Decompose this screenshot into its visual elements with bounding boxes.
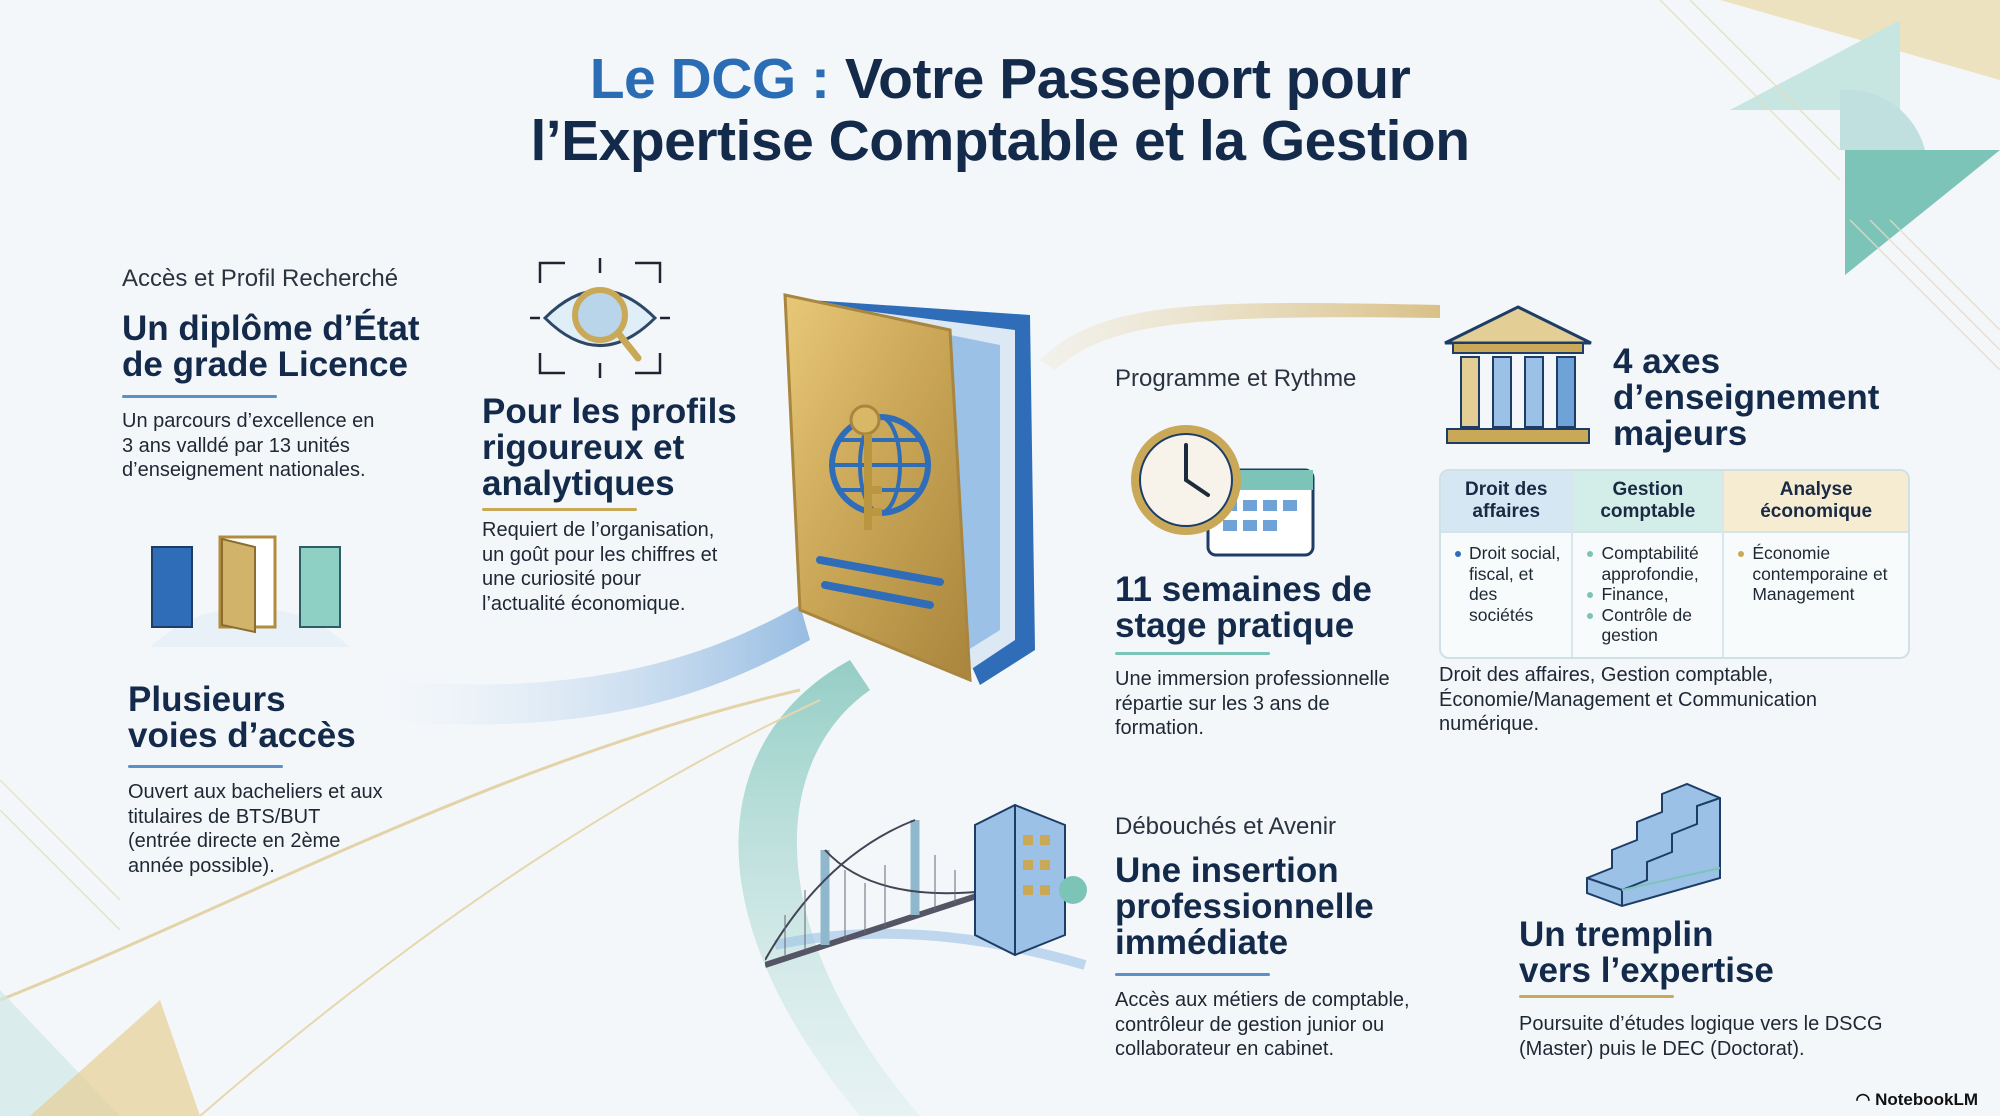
heading-line: analytiques	[482, 464, 675, 503]
body-line: (Master) puis le DEC (Doctorat).	[1519, 1037, 1805, 1060]
body-line: une curiosité pour	[482, 568, 641, 590]
body-line: 3 ans valldé par 13 unités	[122, 434, 350, 457]
stairs-icon	[1586, 782, 1721, 908]
body-line: d’enseignement nationales.	[122, 459, 366, 481]
careers-body: Accès aux métiers de comptable,contrôleu…	[1115, 988, 1410, 1062]
eye-magnifier-icon	[530, 258, 670, 378]
heading-line: professionnelle	[1115, 887, 1374, 926]
body-line: Droit des affaires, Gestion comptable,	[1439, 664, 1774, 686]
heading-line: rigoureux et	[482, 428, 685, 467]
divider	[1115, 973, 1270, 976]
title-line2: l’Expertise Comptable et la Gestion	[530, 109, 1470, 173]
body-line: Économie/Management et Communication	[1439, 688, 1817, 711]
brand-footer: ◠ NotebookLM	[1855, 1090, 1978, 1110]
heading-line: majeurs	[1613, 414, 1748, 453]
heading-line: voies d’accès	[128, 716, 356, 755]
title-line1: Votre Passeport pour	[844, 47, 1411, 111]
header-line: affaires	[1472, 501, 1541, 522]
bridge-building-icon	[765, 803, 1087, 970]
list-item: Finance,	[1585, 584, 1714, 605]
list-item: Comptabilité approfondie,	[1585, 543, 1714, 584]
divider	[122, 395, 277, 398]
passport-key-icon	[783, 293, 1035, 685]
heading-line: stage pratique	[1115, 606, 1355, 645]
profiles-body: Requiert de l’organisation,un goût pour …	[482, 518, 717, 616]
body-line: Un parcours d’excellence en	[122, 410, 375, 432]
body-line: Une immersion professionnelle	[1115, 668, 1390, 690]
heading-line: Un diplôme d’État	[122, 309, 420, 348]
heading-line: immédiate	[1115, 923, 1289, 962]
list-item: Contrôle de gestion	[1585, 605, 1714, 646]
list-item: Économie contemporaine et Management	[1736, 543, 1900, 605]
body-line: année possible).	[128, 854, 275, 877]
heading-line: 4 axes	[1613, 342, 1721, 381]
divider	[128, 765, 283, 768]
access-kicker: Accès et Profil Recherché	[122, 265, 399, 292]
title-prefix: Le DCG :	[589, 47, 830, 111]
program-kicker: Programme et Rythme	[1115, 365, 1357, 392]
page-title: Le DCG : Votre Passeport pour l’Expertis…	[0, 48, 2000, 172]
header-line: Gestion	[1612, 479, 1684, 500]
notebooklm-logo-icon: ◠	[1855, 1090, 1871, 1109]
body-line: Ouvert aux bacheliers et aux	[128, 781, 383, 803]
heading-line: de grade Licence	[122, 345, 408, 384]
heading-line: vers l’expertise	[1519, 951, 1774, 990]
header-line: comptable	[1600, 501, 1696, 522]
divider	[1115, 652, 1270, 655]
body-line: contrôleur de gestion junior ou	[1115, 1013, 1385, 1036]
body-line: collaborateur en cabinet.	[1115, 1038, 1335, 1060]
header-line: économique	[1760, 501, 1873, 522]
divider	[1519, 995, 1674, 998]
body-line: Requiert de l’organisation,	[482, 519, 715, 541]
heading-line: Un tremplin	[1519, 915, 1714, 954]
list-item: Droit social, fiscal, et des sociétés	[1453, 543, 1563, 625]
body-line: (entrée directe en 2ème	[128, 830, 341, 852]
springboard-body: Poursuite d’études logique vers le DSCG(…	[1519, 1012, 1883, 1061]
heading-line: 11 semaines de	[1115, 570, 1372, 609]
heading-line: Une insertion	[1115, 851, 1339, 890]
heading-line: d’enseignement	[1613, 378, 1880, 417]
body-line: Accès aux métiers de comptable,	[1115, 989, 1410, 1011]
body-line: répartie sur les 3 ans de	[1115, 692, 1330, 715]
body-line: un goût pour les chiffres et	[482, 543, 718, 566]
divider	[482, 508, 637, 511]
doors-icon	[150, 535, 350, 647]
table-cell: Économie contemporaine et Management	[1722, 533, 1908, 657]
heading-line: Pour les profils	[482, 392, 737, 431]
axes-body: Droit des affaires, Gestion comptable,Éc…	[1439, 663, 1817, 737]
table-cell: Droit social, fiscal, et des sociétés	[1441, 533, 1571, 657]
heading-line: Plusieurs	[128, 680, 286, 719]
body-line: titulaires de BTS/BUT	[128, 805, 321, 828]
brand-label: NotebookLM	[1875, 1090, 1978, 1109]
body-line: numérique.	[1439, 713, 1540, 735]
columns-building-icon	[1444, 305, 1592, 444]
body-line: formation.	[1115, 717, 1204, 739]
careers-kicker: Débouchés et Avenir	[1115, 813, 1337, 840]
header-line: Droit des	[1465, 479, 1548, 500]
body-line: l’actualité économique.	[482, 592, 686, 615]
table-cell: Comptabilité approfondie,Finance,Contrôl…	[1571, 533, 1722, 657]
clock-calendar-icon	[1131, 425, 1315, 557]
body-line: Poursuite d’études logique vers le DSCG	[1519, 1013, 1883, 1035]
header-line: Analyse	[1779, 479, 1853, 500]
